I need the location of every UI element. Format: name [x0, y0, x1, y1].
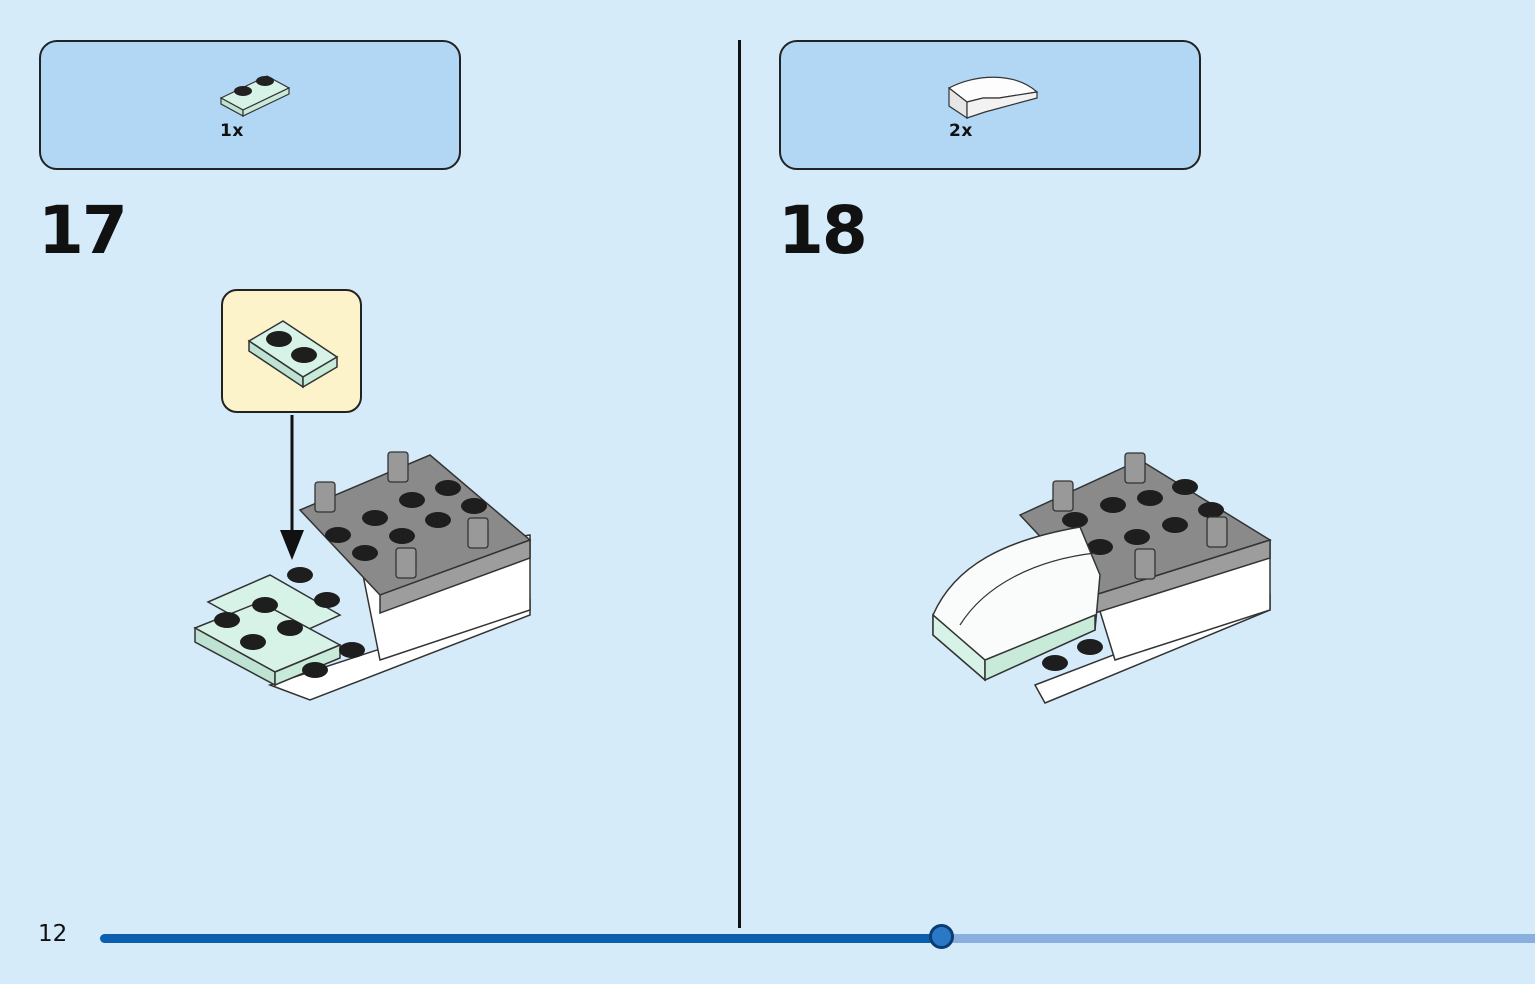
- step-divider: [738, 40, 741, 928]
- step-17-number: 17: [38, 192, 128, 269]
- placement-arrow-icon: [280, 530, 304, 560]
- progress-bar-fill: [100, 934, 942, 943]
- step-18-number: 18: [778, 192, 868, 269]
- step-18-parts-box: 2x: [779, 40, 1201, 170]
- white-curved-slope-icon: [947, 76, 1039, 120]
- mint-2x1-plate-icon: [247, 320, 339, 389]
- mint-2x1-plate-icon: [219, 75, 291, 118]
- step-17-build-model: [193, 415, 532, 701]
- step-17-part-quantity: 1x: [220, 121, 244, 141]
- progress-indicator-knob: [929, 924, 954, 949]
- subassembly-callout: [221, 289, 362, 413]
- step-18-part-quantity: 2x: [949, 121, 973, 141]
- step-17-parts-box: 1x: [39, 40, 461, 170]
- page-number: 12: [38, 921, 68, 947]
- step-18-build-model: [932, 452, 1272, 704]
- progress-bar-track: [942, 934, 1535, 943]
